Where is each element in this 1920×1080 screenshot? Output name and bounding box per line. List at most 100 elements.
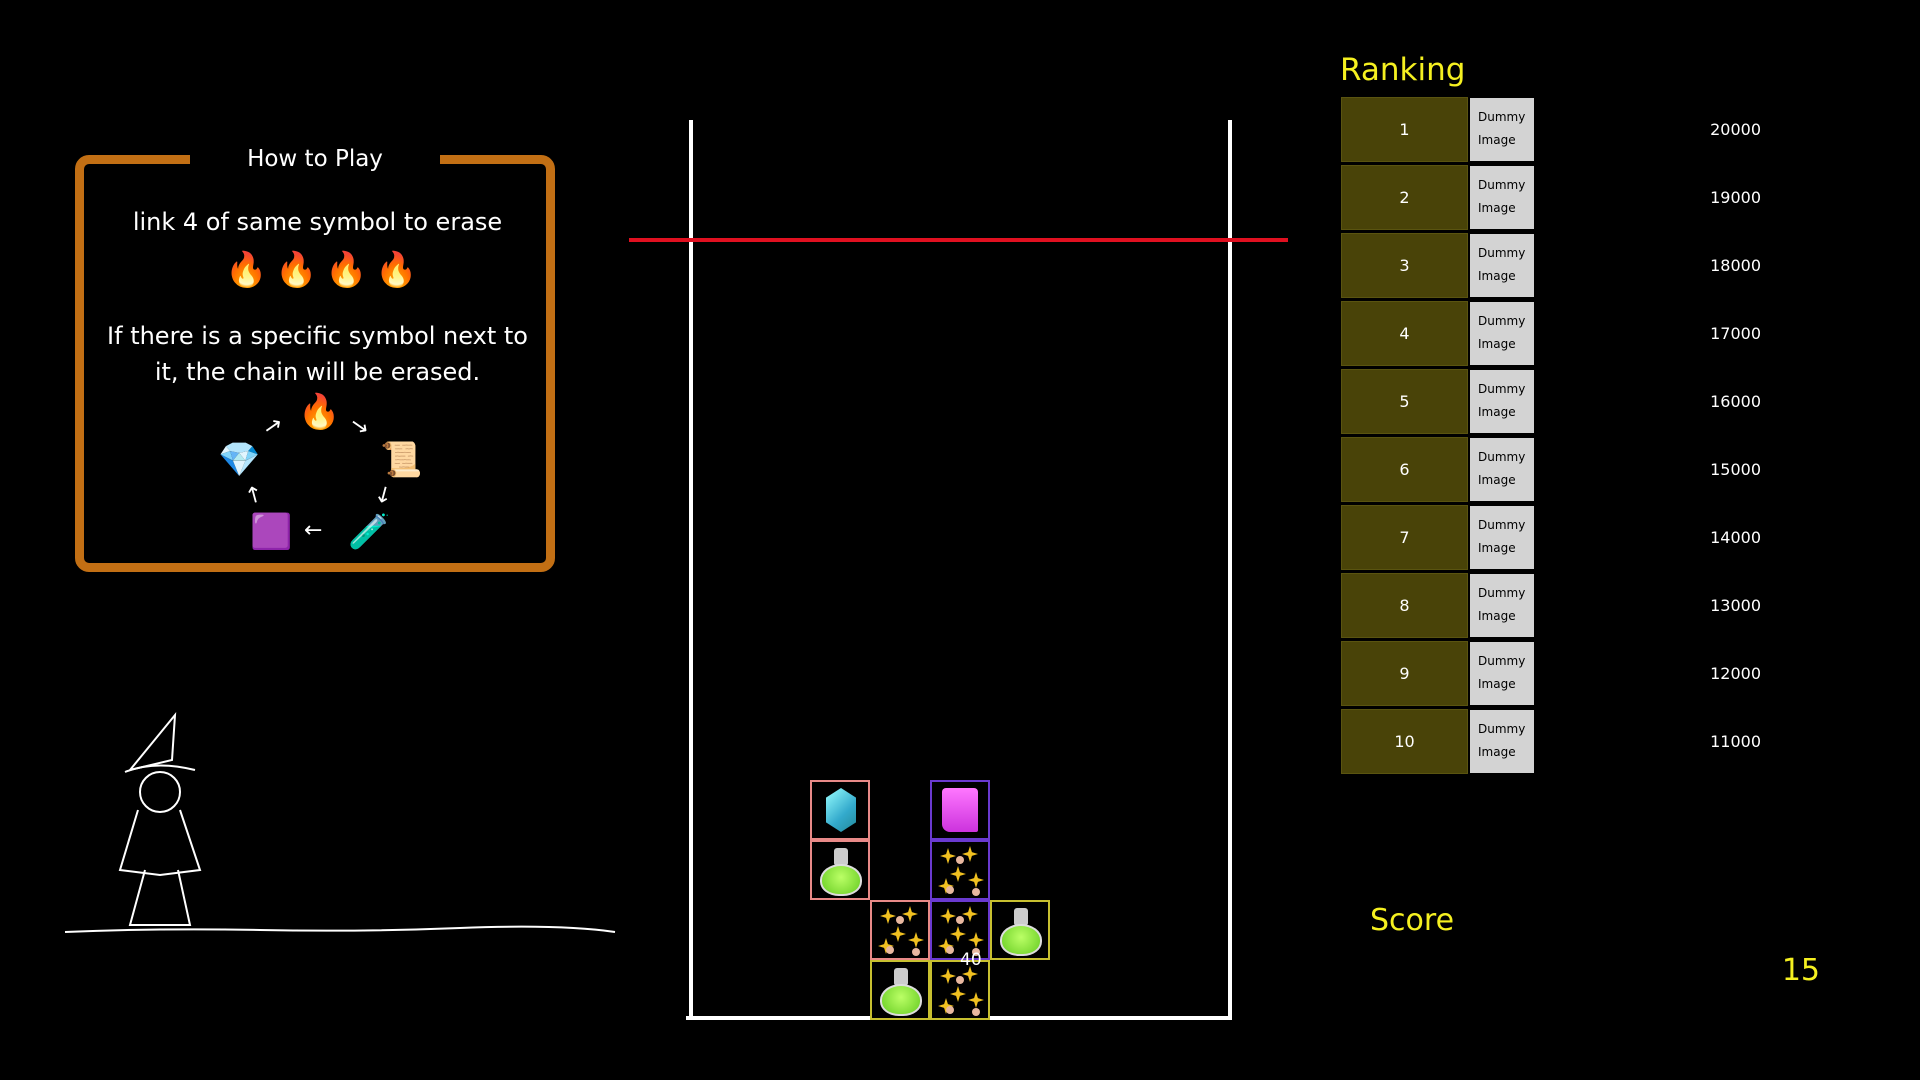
sparkle-dot [956, 916, 964, 924]
image-text: Image [1478, 133, 1516, 147]
potion-icon: 🧪 [348, 512, 391, 552]
rank-number: 7 [1341, 505, 1468, 570]
image-text: Image [1478, 337, 1516, 351]
rank-score: 14000 [1710, 528, 1761, 547]
arrow-icon: ← [304, 518, 323, 543]
sparkle-dot [912, 948, 920, 956]
score-value: 15 [1781, 953, 1820, 988]
well-right-wall [1228, 120, 1232, 1020]
image-text: Dummy [1478, 586, 1526, 600]
fire-icon: 🔥 [375, 250, 418, 290]
scroll-icon: 📜 [380, 440, 423, 480]
image-text: Image [1478, 473, 1516, 487]
image-text: Image [1478, 541, 1516, 555]
rank-number: 10 [1341, 709, 1468, 774]
potion-icon [880, 984, 922, 1016]
wizard-sketch [64, 711, 616, 933]
fire-icon: 🔥 [298, 392, 341, 432]
potion-block [810, 840, 870, 900]
sparkle-icon [968, 992, 984, 1008]
rank-score: 12000 [1710, 664, 1761, 683]
rank-number: 9 [1341, 641, 1468, 706]
image-text: Dummy [1478, 110, 1526, 124]
rank-score: 11000 [1710, 732, 1761, 751]
image-text: Dummy [1478, 450, 1526, 464]
sparkle-dot [946, 886, 954, 894]
sparkle-icon [908, 932, 924, 948]
sparkle-dot [972, 948, 980, 956]
sparkle-icon [940, 908, 956, 924]
rule-link-four: link 4 of same symbol to erase [132, 208, 503, 236]
rank-score: 13000 [1710, 596, 1761, 615]
sparkle-icon [940, 968, 956, 984]
fire-icon: 🔥 [225, 250, 268, 290]
crystal-icon [826, 788, 856, 832]
how-to-play-title: How to Play [247, 146, 383, 172]
image-text: Image [1478, 269, 1516, 283]
slime-cube-icon: 🟪 [250, 512, 293, 552]
sparkle-icon [940, 848, 956, 864]
image-text: Image [1478, 745, 1516, 759]
sparkle-block [930, 900, 990, 960]
rule-chain-line2: it, the chain will be erased. [154, 358, 481, 386]
sparkle-icon [950, 986, 966, 1002]
sparkle-icon [890, 926, 906, 942]
potion-neck [834, 848, 848, 866]
fire-icon: 🔥 [275, 250, 318, 290]
sparkle-icon [968, 872, 984, 888]
sparkle-block [930, 840, 990, 900]
sparkle-icon [950, 926, 966, 942]
potion-icon [1000, 924, 1042, 956]
well-left-wall [689, 120, 693, 1020]
rank-score: 16000 [1710, 392, 1761, 411]
image-text: Dummy [1478, 654, 1526, 668]
sparkle-icon [902, 906, 918, 922]
rank-score: 17000 [1710, 324, 1761, 343]
image-text: Dummy [1478, 518, 1526, 532]
sparkle-icon [962, 846, 978, 862]
rank-number: 2 [1341, 165, 1468, 230]
ranking-title: Ranking [1340, 52, 1466, 88]
sparkle-icon [962, 906, 978, 922]
image-text: Dummy [1478, 314, 1526, 328]
potion-block [870, 960, 930, 1020]
chain-points-label: 40 [960, 950, 982, 970]
rank-number: 1 [1341, 97, 1468, 162]
rank-number: 3 [1341, 233, 1468, 298]
score-label: Score [1370, 903, 1455, 938]
rank-score: 18000 [1710, 256, 1761, 275]
sparkle-dot [972, 1008, 980, 1016]
sparkle-icon [950, 866, 966, 882]
frame-gap [190, 148, 440, 168]
image-text: Dummy [1478, 246, 1526, 260]
image-text: Image [1478, 201, 1516, 215]
rank-score: 19000 [1710, 188, 1761, 207]
rank-score: 20000 [1710, 120, 1761, 139]
sparkle-icon [880, 908, 896, 924]
image-text: Image [1478, 405, 1516, 419]
sparkle-block [930, 960, 990, 1020]
image-text: Dummy [1478, 178, 1526, 192]
slime-block [930, 780, 990, 840]
image-text: Image [1478, 609, 1516, 623]
fire-icon: 🔥 [325, 250, 368, 290]
sparkle-dot [886, 946, 894, 954]
image-text: Image [1478, 677, 1516, 691]
crystal-icon: 💎 [218, 440, 261, 480]
